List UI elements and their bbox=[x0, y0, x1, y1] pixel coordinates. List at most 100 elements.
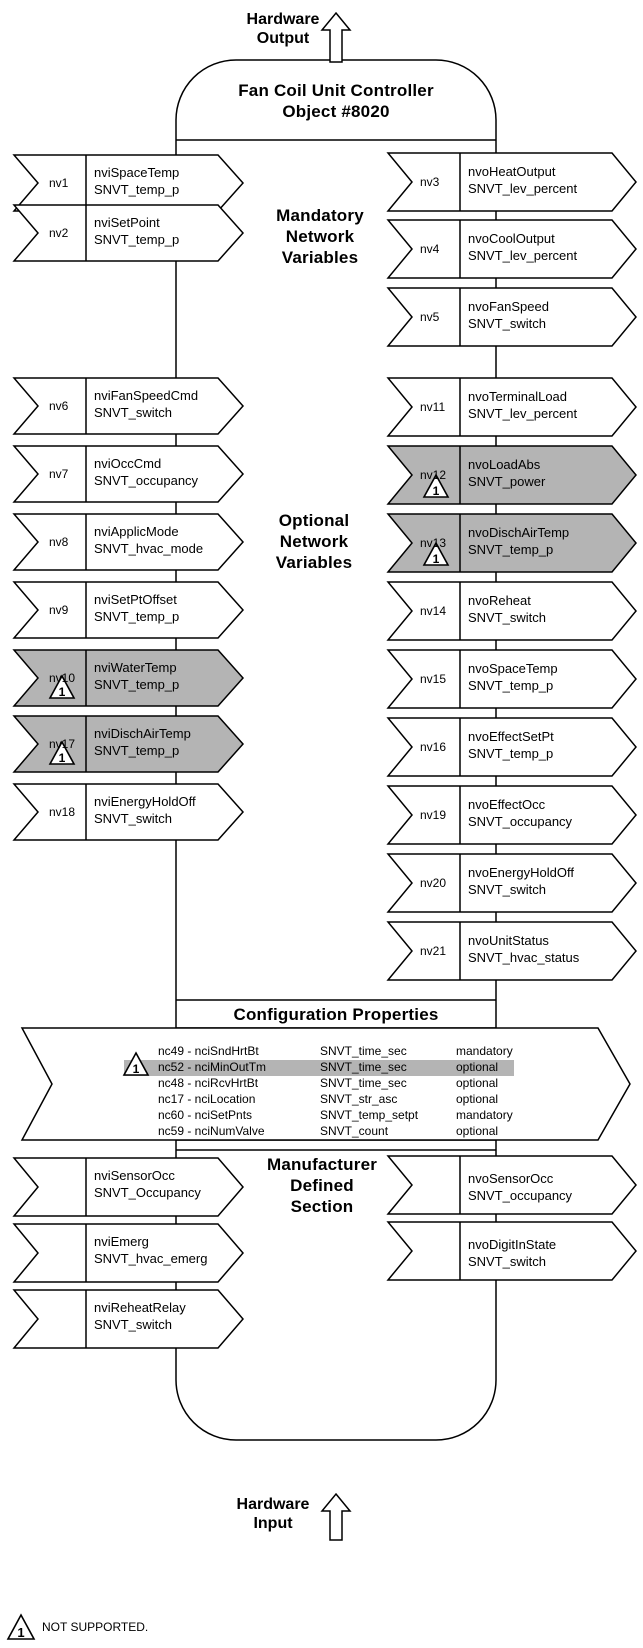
output-nv-number-nv4: nv4 bbox=[420, 242, 440, 256]
output-nv-number-nv20: nv20 bbox=[420, 876, 447, 890]
mfr-input-type-1: SNVT_hvac_emerg bbox=[94, 1251, 208, 1266]
config-row-type-5: SNVT_count bbox=[320, 1124, 389, 1138]
mfr-input-type-2: SNVT_switch bbox=[94, 1317, 173, 1332]
mfr-output-name-0: nvoSensorOcc bbox=[468, 1171, 554, 1186]
legend-note: NOT SUPPORTED. bbox=[42, 1620, 149, 1634]
svg-text:1: 1 bbox=[433, 484, 440, 498]
config-row-type-3: SNVT_str_asc bbox=[320, 1092, 398, 1106]
input-nv-arrow-nv9 bbox=[12, 581, 245, 639]
output-nv-type-nv11: SNVT_lev_percent bbox=[468, 406, 578, 421]
output-nv-number-nv3: nv3 bbox=[420, 175, 440, 189]
output-nv-name-nv4: nvoCoolOutput bbox=[468, 231, 555, 246]
mandatory-section-title: Mandatory Network Variables bbox=[250, 205, 390, 268]
config-row-nc-4: nc60 - nciSetPnts bbox=[158, 1108, 253, 1122]
input-nv-arrow-nv8 bbox=[12, 513, 245, 571]
svg-text:1: 1 bbox=[433, 552, 440, 566]
output-nv-arrow-nv4 bbox=[386, 219, 637, 279]
object-title-line1: Fan Coil Unit Controller bbox=[238, 81, 434, 100]
output-nv-arrow-nv20 bbox=[386, 853, 637, 913]
input-nv-number-nv18: nv18 bbox=[49, 805, 76, 819]
mfr-output-name-1: nvoDigitInState bbox=[468, 1237, 557, 1252]
output-nv-arrow-nv14 bbox=[386, 581, 637, 641]
output-nv-number-nv11: nv11 bbox=[420, 400, 446, 414]
output-nv-arrow-nv5 bbox=[386, 287, 637, 347]
svg-text:1: 1 bbox=[59, 751, 66, 765]
legend-marker-digit: 1 bbox=[17, 1625, 24, 1640]
output-nv-name-nv5: nvoFanSpeed bbox=[468, 299, 549, 314]
mfr-input-arrow-0 bbox=[12, 1157, 244, 1217]
input-nv-type-nv8: SNVT_hvac_mode bbox=[94, 541, 204, 556]
mandatory-line3: Variables bbox=[281, 248, 359, 267]
input-nv-name-nv7: nviOccCmd bbox=[94, 456, 162, 471]
output-nv-name-nv15: nvoSpaceTemp bbox=[468, 661, 558, 676]
unsupported-icon-nv13: 1 bbox=[422, 541, 450, 566]
output-nv-type-nv16: SNVT_temp_p bbox=[468, 746, 554, 761]
output-nv-name-nv21: nvoUnitStatus bbox=[468, 933, 549, 948]
output-nv-arrow-nv21 bbox=[386, 921, 637, 981]
manufacturer-section-title: Manufacturer Defined Section bbox=[252, 1154, 392, 1217]
input-nv-type-nv9: SNVT_temp_p bbox=[94, 609, 180, 624]
input-nv-number-nv2: nv2 bbox=[49, 226, 69, 240]
input-nv-type-nv2: SNVT_temp_p bbox=[94, 232, 180, 247]
mfr-output-arrow-1 bbox=[386, 1221, 637, 1281]
mfr-output-type-1: SNVT_switch bbox=[468, 1254, 547, 1269]
output-nv-name-nv13: nvoDischAirTemp bbox=[468, 525, 570, 540]
config-row-type-4: SNVT_temp_setpt bbox=[320, 1108, 419, 1122]
input-nv-type-nv17: SNVT_temp_p bbox=[94, 743, 180, 758]
output-nv-name-nv16: nvoEffectSetPt bbox=[468, 729, 554, 744]
svg-text:1: 1 bbox=[59, 685, 66, 699]
config-row-status-2: optional bbox=[456, 1076, 499, 1090]
mfr-input-arrow-1 bbox=[12, 1223, 244, 1283]
mandatory-line1: Mandatory bbox=[276, 206, 364, 225]
unsupported-icon-nv12: 1 bbox=[422, 473, 450, 498]
config-row-nc-0: nc49 - nciSndHrtBt bbox=[158, 1044, 259, 1058]
input-nv-number-nv9: nv9 bbox=[49, 603, 69, 617]
output-nv-type-nv3: SNVT_lev_percent bbox=[468, 181, 578, 196]
output-nv-type-nv4: SNVT_lev_percent bbox=[468, 248, 578, 263]
input-nv-name-nv6: nviFanSpeedCmd bbox=[94, 388, 199, 403]
config-row-status-4: mandatory bbox=[456, 1108, 513, 1122]
output-nv-arrow-nv3 bbox=[386, 152, 637, 212]
output-nv-type-nv5: SNVT_switch bbox=[468, 316, 547, 331]
config-row-status-0: mandatory bbox=[456, 1044, 513, 1058]
output-nv-type-nv12: SNVT_power bbox=[468, 474, 546, 489]
config-unsupported-highlight bbox=[124, 1060, 514, 1076]
config-row-type-1: SNVT_time_sec bbox=[320, 1060, 407, 1074]
output-nv-arrow-nv11 bbox=[386, 377, 637, 437]
config-row-status-1: optional bbox=[456, 1060, 499, 1074]
input-nv-type-nv6: SNVT_switch bbox=[94, 405, 173, 420]
input-nv-name-nv18: nviEnergyHoldOff bbox=[94, 794, 196, 809]
output-nv-number-nv21: nv21 bbox=[420, 944, 447, 958]
mfr-input-arrow-2 bbox=[12, 1289, 244, 1349]
input-nv-arrow-nv2 bbox=[12, 204, 245, 262]
output-nv-arrow-nv15 bbox=[386, 649, 637, 709]
config-row-type-0: SNVT_time_sec bbox=[320, 1044, 407, 1058]
optional-line2: Network bbox=[279, 532, 349, 551]
mfr-input-type-0: SNVT_Occupancy bbox=[94, 1185, 201, 1200]
config-row-nc-5: nc59 - nciNumValve bbox=[158, 1124, 265, 1138]
input-nv-type-nv18: SNVT_switch bbox=[94, 811, 173, 826]
optional-section-title: Optional Network Variables bbox=[244, 510, 384, 573]
optional-line1: Optional bbox=[278, 511, 350, 530]
config-row-type-2: SNVT_time_sec bbox=[320, 1076, 407, 1090]
mfr-input-name-1: nviEmerg bbox=[94, 1234, 149, 1249]
svg-text:1: 1 bbox=[133, 1062, 140, 1076]
output-nv-number-nv15: nv15 bbox=[420, 672, 447, 686]
output-nv-type-nv13: SNVT_temp_p bbox=[468, 542, 554, 557]
output-nv-type-nv19: SNVT_occupancy bbox=[468, 814, 573, 829]
output-nv-number-nv16: nv16 bbox=[420, 740, 447, 754]
output-nv-type-nv14: SNVT_switch bbox=[468, 610, 547, 625]
output-nv-name-nv11: nvoTerminalLoad bbox=[468, 389, 568, 404]
output-nv-arrow-nv13 bbox=[386, 513, 637, 573]
unsupported-icon-config-1: 1 bbox=[122, 1051, 150, 1076]
output-nv-name-nv3: nvoHeatOutput bbox=[468, 164, 556, 179]
manufacturer-line3: Section bbox=[290, 1197, 354, 1216]
unsupported-icon-nv17: 1 bbox=[48, 740, 76, 765]
input-nv-arrow-nv6 bbox=[12, 377, 245, 435]
mfr-input-name-2: nviReheatRelay bbox=[94, 1300, 186, 1315]
hardware-output-arrow-icon bbox=[320, 11, 352, 63]
mfr-input-name-0: nviSensorOcc bbox=[94, 1168, 175, 1183]
legend-warning-icon: 1 bbox=[6, 1613, 36, 1640]
output-nv-name-nv20: nvoEnergyHoldOff bbox=[468, 865, 574, 880]
